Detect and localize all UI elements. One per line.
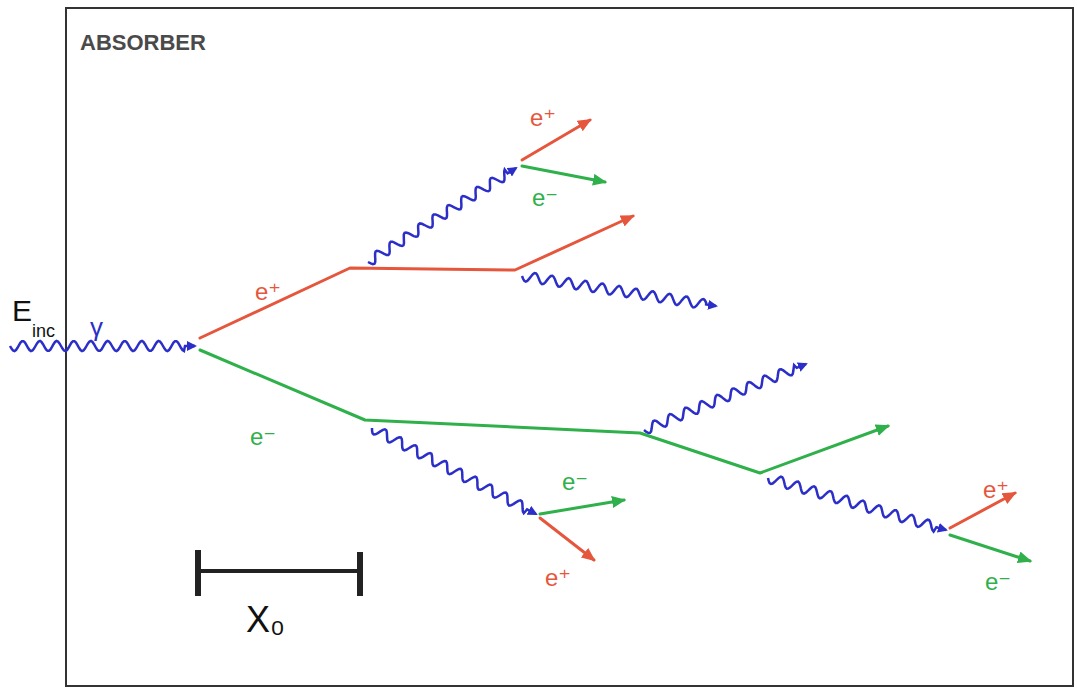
photon-lines xyxy=(10,168,946,532)
photon-line xyxy=(522,273,716,307)
radiation-length-bar xyxy=(198,550,360,596)
energy-subscript: inc xyxy=(32,322,55,340)
photon-line xyxy=(368,168,516,264)
radiation-length-label: X₀ xyxy=(246,602,285,638)
electron-track xyxy=(540,500,624,514)
electron-track xyxy=(950,535,1030,561)
region-label: ABSORBER xyxy=(80,32,206,54)
electron-track xyxy=(200,350,888,473)
particle-label: e⁺ xyxy=(545,566,571,590)
particle-label: e⁻ xyxy=(532,186,558,210)
positron-track xyxy=(200,216,633,338)
particle-label: e⁻ xyxy=(985,570,1011,594)
energy-symbol: E xyxy=(12,296,32,326)
particle-label: e⁻ xyxy=(250,425,276,449)
photon-line xyxy=(10,341,195,351)
particle-label: e⁺ xyxy=(983,478,1009,502)
photon-line xyxy=(372,428,536,514)
positron-track xyxy=(540,518,594,560)
particle-label: e⁺ xyxy=(255,280,281,304)
absorber-frame xyxy=(66,8,1073,686)
photon-line xyxy=(768,477,946,532)
photon-line xyxy=(644,364,806,433)
particle-label: γ xyxy=(90,314,103,340)
electron-track xyxy=(522,166,605,182)
particle-label: e⁺ xyxy=(530,106,556,130)
particle-label: e⁻ xyxy=(562,470,588,494)
